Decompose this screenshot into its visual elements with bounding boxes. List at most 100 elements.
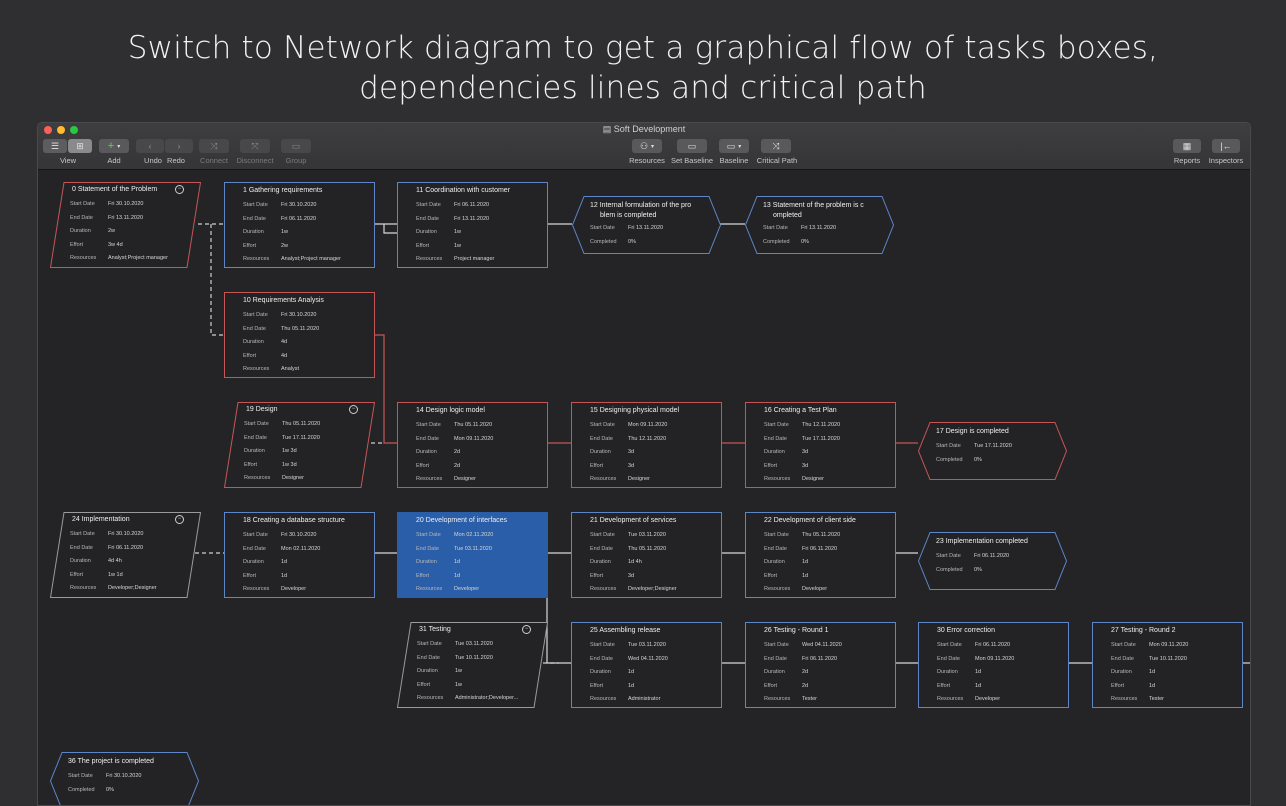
critical-path-icon: ⤨ [772,141,779,152]
field-value: Thu 05.11.2020 [628,546,666,552]
chevron-down-icon: ▾ [738,143,741,150]
critical-path-button[interactable]: ⤨ [761,139,791,153]
field-value: Tue 03.11.2020 [628,532,666,538]
disconnect-label: Disconnect [231,156,279,165]
resources-button[interactable]: ⚇▾ [632,139,662,153]
set-baseline-button[interactable]: ▭ [677,139,707,153]
field-value: Developer;Designer [628,586,677,592]
inspectors-button[interactable]: |← [1212,139,1240,153]
field-label: Start Date [416,422,454,428]
field-label: Duration [937,669,975,675]
add-button[interactable]: +▾ [99,139,129,153]
baseline-button[interactable]: ▭▾ [719,139,749,153]
reports-button[interactable]: ▦ [1173,139,1201,153]
field-label: Effort [244,462,282,468]
group-button[interactable]: ▭ [281,139,311,153]
collapse-icon[interactable]: − [349,405,358,414]
field-value: 1d [628,669,634,675]
field-label: Duration [70,558,108,564]
set-baseline-label: Set Baseline [668,156,716,165]
field-label: Start Date [764,422,802,428]
field-label: Start Date [764,532,802,538]
view-outline-button[interactable]: ☰ [43,139,67,153]
field-label: End Date [764,546,802,552]
field-label: Start Date [416,532,454,538]
field-value: 3w 4d [108,242,123,248]
field-value: Developer [802,586,827,592]
field-value: 4d 4h [108,558,122,564]
field-label: Duration [590,669,628,675]
field-label: Duration [590,559,628,565]
task-title: 18 Creating a database structure [243,517,345,524]
inspector-icon: |← [1220,141,1231,151]
disconnect-button[interactable]: ⤧ [240,139,270,153]
collapse-icon[interactable]: − [522,625,531,634]
task-title: 26 Testing - Round 1 [764,627,828,634]
field-value: Mon 09.11.2020 [975,656,1014,662]
field-value: Developer;Designer [108,585,157,591]
field-value: 2w [108,228,115,234]
undo-button[interactable]: ‹ [136,139,164,153]
people-icon: ⚇ [640,141,648,152]
collapse-icon[interactable]: − [175,515,184,524]
field-label: Duration [416,559,454,565]
field-label: End Date [764,436,802,442]
milestone-title-cont: ompleted [773,212,802,219]
field-value: Fri 06.11.2020 [802,656,837,662]
redo-button[interactable]: › [165,139,193,153]
critical-path-label: Critical Path [754,156,800,165]
field-value: 1w 1d [108,572,123,578]
reports-label: Reports [1169,156,1205,165]
field-value: 1d [454,559,460,565]
view-network-button[interactable]: ⊞ [68,139,92,153]
field-value: 4d [281,353,287,359]
collapse-icon[interactable]: − [175,185,184,194]
field-label: Start Date [243,312,281,318]
field-label: Effort [70,572,108,578]
field-label: Start Date [936,443,974,449]
field-label: Effort [590,463,628,469]
task-title: 22 Development of client side [764,517,856,524]
connect-button[interactable]: ⤨ [199,139,229,153]
